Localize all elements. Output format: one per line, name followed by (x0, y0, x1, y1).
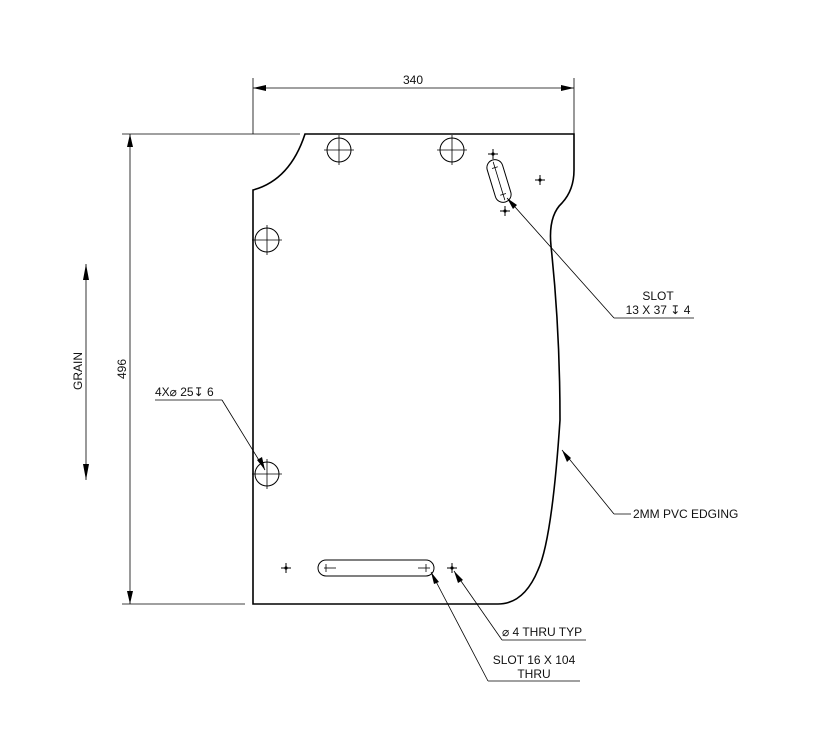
leader-edging: 2MM PVC EDGING (561, 449, 738, 521)
leader-slot-top: SLOT 13 X 37 ↧ 4 (506, 197, 694, 319)
height-dimension-label: 496 (115, 359, 129, 379)
slot-bottom (317, 559, 435, 577)
slot-bottom-line1: SLOT 16 X 104 (493, 653, 576, 667)
hole-top-left (324, 135, 354, 165)
hole-left-lower (252, 459, 282, 489)
thru-hole-note: ⌀ 4 THRU TYP (502, 625, 582, 639)
slot-top (486, 159, 512, 203)
slot-top-line2: 13 X 37 ↧ 4 (626, 303, 691, 317)
hole-left-upper (252, 225, 282, 255)
width-dimension: 340 (252, 73, 575, 134)
grain-arrow: GRAIN (71, 264, 89, 480)
height-dimension: 496 (115, 133, 300, 605)
thru-hole-slot-top (488, 149, 498, 159)
thru-hole-slot-bottom (500, 206, 510, 216)
holes-note: 4X⌀ 25↧ 6 (155, 385, 214, 399)
thru-hole-bottom-left (281, 563, 291, 573)
leader-holes: 4X⌀ 25↧ 6 (155, 385, 266, 471)
slot-top-line1: SLOT (642, 289, 674, 303)
leader-thru-hole: ⌀ 4 THRU TYP (453, 570, 586, 641)
hole-top-middle (437, 135, 467, 165)
width-dimension-label: 340 (403, 73, 423, 87)
panel-outline (252, 133, 575, 605)
thru-hole-bottom-right (447, 563, 457, 573)
leader-slot-bottom: SLOT 16 X 104 THRU (430, 571, 580, 682)
slot-bottom-line2: THRU (517, 667, 550, 681)
thru-hole-top-right (535, 175, 545, 185)
edging-note: 2MM PVC EDGING (633, 507, 738, 521)
grain-label: GRAIN (71, 352, 85, 390)
